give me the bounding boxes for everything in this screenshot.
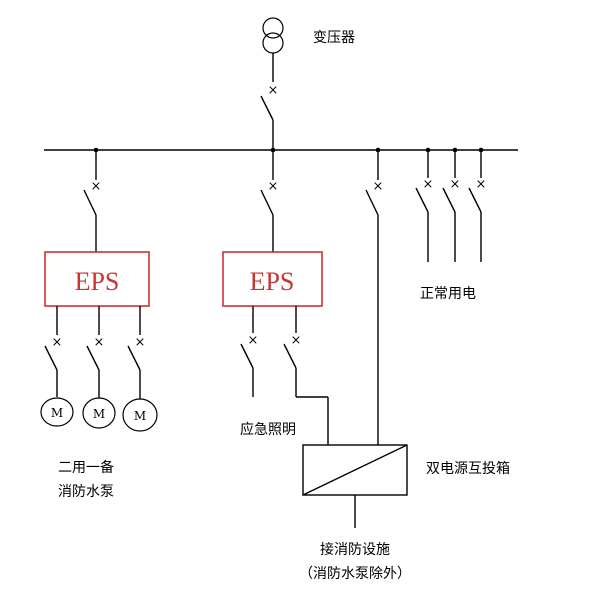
svg-text:×: × [248, 333, 259, 348]
eps-unit-middle: EPS [222, 251, 323, 307]
svg-text:M: M [93, 407, 105, 421]
svg-text:×: × [373, 179, 384, 194]
breaker-x-mark: × [268, 83, 279, 98]
eps-middle-outputs: × × [240, 306, 329, 445]
branch-eps-left: × [83, 150, 102, 252]
transformer-symbol [262, 17, 284, 82]
branch-eps-middle: × [260, 150, 279, 252]
svg-text:×: × [91, 179, 102, 194]
motor-1: M [40, 397, 74, 427]
motor-2: M [82, 397, 116, 429]
svg-text:×: × [135, 335, 146, 350]
svg-text:×: × [291, 333, 302, 348]
normal-power-branches: × × × [415, 150, 487, 262]
branch-ats: × [365, 150, 384, 445]
svg-text:×: × [52, 335, 63, 350]
ats-box [302, 444, 408, 528]
eps-left-label: EPS [75, 267, 120, 296]
fire-facilities-label-line1: 接消防设施 [320, 541, 390, 558]
svg-text:×: × [423, 177, 434, 192]
svg-text:M: M [51, 406, 63, 420]
svg-text:×: × [268, 179, 279, 194]
fire-facilities-label-line2: （消防水泵除外） [299, 566, 411, 582]
svg-text:×: × [450, 177, 461, 192]
main-breaker: × [260, 83, 279, 150]
pumps-label-line2: 消防水泵 [58, 484, 114, 500]
emergency-lighting-label: 应急照明 [240, 421, 296, 438]
svg-text:×: × [94, 335, 105, 350]
normal-power-label: 正常用电 [420, 286, 476, 302]
pump-feeders: × × × [44, 306, 146, 399]
pumps-label-line1: 二用一备 [58, 459, 114, 476]
eps-middle-label: EPS [250, 267, 295, 296]
svg-text:M: M [134, 409, 146, 423]
svg-text:×: × [476, 177, 487, 192]
transformer-label: 变压器 [313, 30, 355, 46]
ats-label: 双电源互投箱 [426, 461, 510, 477]
motor-3: M [122, 398, 158, 432]
eps-unit-left: EPS [44, 251, 150, 307]
